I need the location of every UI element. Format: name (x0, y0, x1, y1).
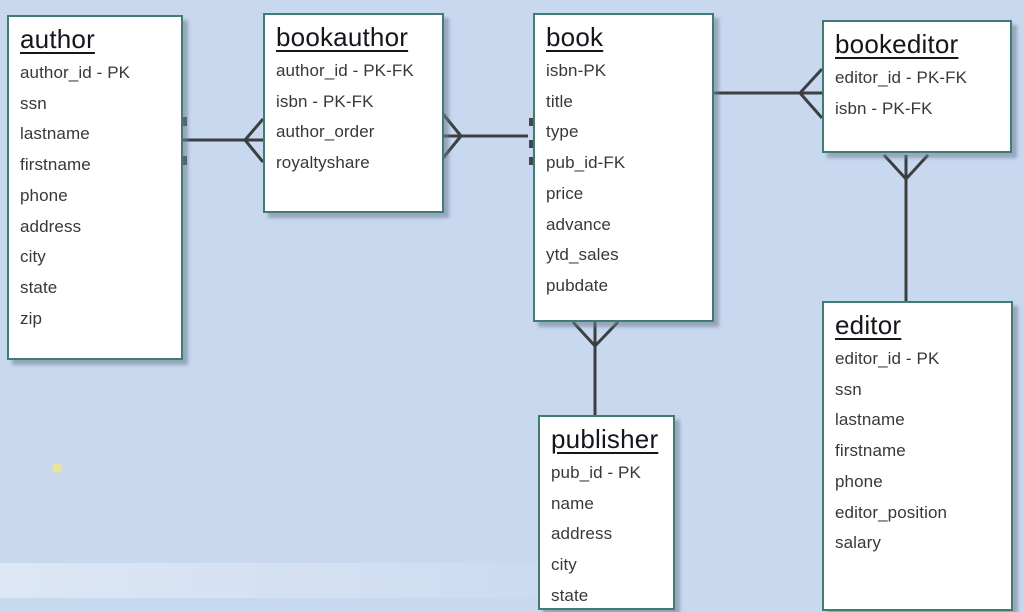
entity-bookauthor-title: bookauthor (276, 22, 409, 52)
yellow-marker-dot (52, 463, 62, 473)
author-field-ssn: ssn (20, 93, 47, 113)
publisher-field-address: address (551, 524, 613, 544)
entity-editor-title: editor (835, 310, 902, 340)
editor-field-phone: phone (835, 471, 883, 491)
connector-book-bookeditor (714, 67, 824, 119)
entity-publisher[interactable]: publisher pub_id - PK name address city … (538, 415, 675, 610)
editor-field-salary: salary (835, 533, 881, 553)
connector-bookauthor-book (441, 113, 528, 159)
author-field-address: address (20, 216, 82, 236)
bookauthor-field-isbn: isbn - PK-FK (276, 91, 374, 111)
book-field-type: type (546, 122, 579, 142)
editor-field-ssn: ssn (835, 379, 862, 399)
publisher-field-state: state (551, 585, 589, 605)
publisher-field-pub_id: pub_id - PK (551, 463, 641, 482)
bookauthor-field-author_order: author_order (276, 122, 375, 142)
book-field-pubdate: pubdate (546, 275, 609, 295)
publisher-field-name: name (551, 493, 594, 513)
entity-book[interactable]: book isbn-PK title type pub_id-FK price … (533, 13, 714, 322)
entity-author-title: author (20, 24, 95, 54)
entity-bookeditor-title: bookeditor (835, 29, 959, 59)
author-field-phone: phone (20, 185, 68, 205)
author-field-firstname: firstname (20, 155, 91, 175)
connector-author-bookauthor (183, 118, 265, 163)
author-field-state: state (20, 277, 58, 297)
entity-author[interactable]: author author_id - PK ssn lastname first… (7, 15, 183, 360)
bookeditor-field-isbn: isbn - PK-FK (835, 98, 933, 118)
book-field-pub_id: pub_id-FK (546, 153, 626, 173)
connector-book-publisher (571, 320, 620, 415)
book-field-advance: advance (546, 214, 611, 234)
editor-field-editor_id: editor_id - PK (835, 349, 940, 368)
book-field-title: title (546, 91, 573, 111)
book-field-ytd_sales: ytd_sales (546, 245, 619, 265)
author-field-lastname: lastname (20, 124, 90, 144)
book-field-price: price (546, 183, 584, 203)
author-field-author_id: author_id - PK (20, 63, 131, 82)
editor-field-editor_position: editor_position (835, 502, 948, 522)
bookauthor-field-royaltyshare: royaltyshare (276, 153, 370, 173)
author-field-zip: zip (20, 308, 43, 328)
entity-bookauthor[interactable]: bookauthor author_id - PK-FK isbn - PK-F… (263, 13, 444, 213)
background-light-band (0, 563, 620, 598)
relationship-connectors (183, 67, 930, 415)
entity-book-title: book (546, 22, 604, 52)
editor-field-lastname: lastname (835, 410, 905, 430)
entity-bookeditor[interactable]: bookeditor editor_id - PK-FK isbn - PK-F… (822, 20, 1012, 153)
connector-bookeditor-editor (882, 153, 930, 301)
editor-field-firstname: firstname (835, 441, 906, 461)
book-field-isbn: isbn-PK (546, 61, 607, 80)
author-field-city: city (20, 247, 46, 267)
entity-editor[interactable]: editor editor_id - PK ssn lastname first… (822, 301, 1013, 611)
bookauthor-field-author_id: author_id - PK-FK (276, 61, 414, 80)
entity-publisher-title: publisher (551, 424, 659, 454)
bookeditor-field-editor_id: editor_id - PK-FK (835, 68, 968, 87)
connector-residual-ticks (183, 117, 533, 165)
publisher-field-city: city (551, 555, 577, 575)
